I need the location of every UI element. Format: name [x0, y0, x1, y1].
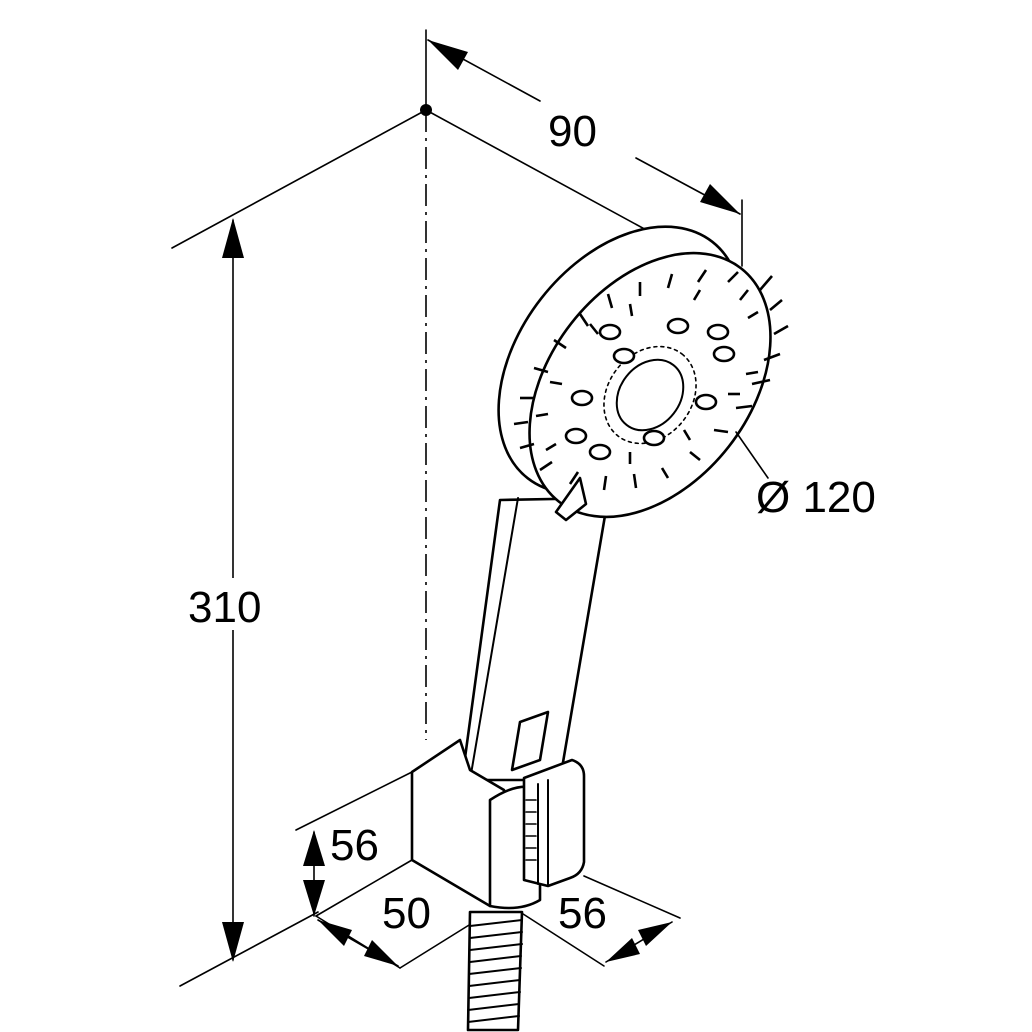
bracket-width-label: 50	[382, 889, 431, 938]
hose	[466, 910, 524, 1032]
top-extension-right	[425, 109, 673, 245]
handle-edge	[469, 497, 519, 781]
depth-dimension: 90	[427, 39, 741, 215]
bracket-ext-bottom-left	[315, 859, 413, 917]
hose-rings	[467, 919, 523, 1023]
height-dimension: 310	[186, 218, 280, 962]
diameter-label: Ø 120	[756, 473, 876, 522]
bracket-height-label: 56	[330, 821, 379, 870]
bottom-extension	[179, 911, 319, 987]
bracket-depth-arrow-end	[638, 922, 672, 946]
bracket-depth-label: 56	[558, 889, 607, 938]
bracket-ext-depth-left	[519, 911, 605, 967]
bracket-depth-dimension: 56	[558, 889, 673, 963]
head-jets	[564, 317, 736, 461]
bracket-ext-depth-right	[583, 875, 681, 919]
depth-label: 90	[548, 107, 597, 156]
handle-slot	[510, 710, 550, 772]
bracket-width-arrow-end	[364, 940, 398, 966]
diameter-leader	[735, 431, 769, 479]
height-label-bg	[186, 578, 280, 630]
head-inner-ring	[615, 358, 685, 432]
bracket-height-arrow-bottom	[303, 880, 325, 916]
bracket-clip	[522, 758, 586, 888]
top-extension-left	[171, 109, 427, 249]
bracket-height-dimension: 56	[303, 821, 379, 917]
height-arrow-bottom	[222, 922, 244, 962]
depth-arrow-start	[428, 40, 468, 70]
height-label: 310	[188, 583, 261, 632]
depth-arrow-end	[700, 184, 740, 214]
bracket-height-arrow-top	[303, 830, 325, 866]
head-slots-mid	[535, 289, 759, 464]
head-inner-ring-2	[603, 345, 697, 445]
bracket-ridges	[525, 799, 537, 861]
height-arrow-top	[222, 218, 244, 258]
head-tab	[554, 476, 588, 522]
construction-lines	[171, 29, 743, 987]
bracket-width-dimension: 50	[317, 889, 431, 967]
bracket-depth-arrow-start	[606, 938, 640, 962]
bracket-ext-top	[295, 771, 413, 831]
shower-handle	[460, 496, 610, 782]
bracket-width-arrow-start	[318, 920, 352, 946]
head-slots	[513, 269, 789, 491]
shower-head: Ø 120	[497, 225, 876, 522]
